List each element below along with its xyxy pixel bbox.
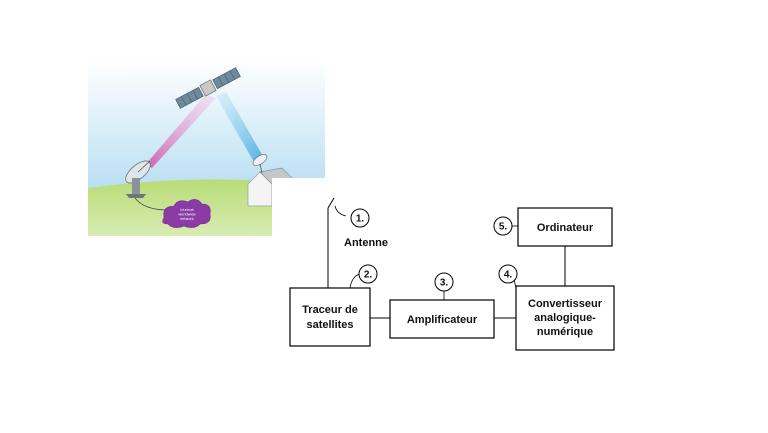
- rooftop-dish-icon: [252, 154, 268, 174]
- cloud-label-line-1: Internet: [180, 208, 194, 212]
- cloud-label-line-3: network: [180, 217, 194, 221]
- antenna-label: Antenne: [344, 237, 388, 249]
- converter-block: Convertisseur analogique- numérique 4.: [498, 264, 615, 351]
- converter-number-circle: [498, 264, 518, 284]
- amplifier-number-circle: [434, 272, 454, 292]
- computer-number-circle: [493, 216, 513, 236]
- converter-label-line-1: Convertisseur: [528, 298, 603, 310]
- satellite-icon: [175, 67, 241, 109]
- block-diagram-canvas: 1. Antenne Traceur de satellites 2. Ampl…: [272, 178, 628, 358]
- internet-cloud-icon: Internet worldwide network: [162, 199, 211, 228]
- converter-number: 4.: [504, 270, 513, 281]
- block-diagram: 1. Antenne Traceur de satellites 2. Ampl…: [272, 178, 628, 358]
- antenna-number-circle: [350, 208, 370, 228]
- tracker-label-line-1: Traceur de: [302, 304, 358, 316]
- satellite-scene: Internet worldwide network: [88, 60, 325, 236]
- antenna-leader: [334, 205, 347, 217]
- cloud-label-line-2: worldwide: [178, 213, 195, 217]
- amplifier-number: 3.: [440, 278, 449, 289]
- uplink-beam: [146, 94, 216, 168]
- tracker-block: Traceur de satellites 2.: [289, 264, 378, 347]
- antenna-dish-line: [327, 197, 335, 209]
- antenna-number: 1.: [356, 214, 365, 225]
- tracker-box: [289, 287, 371, 347]
- computer-number: 5.: [499, 222, 508, 233]
- computer-box: [517, 207, 613, 247]
- converter-label-line-2: analogique-: [534, 312, 596, 324]
- tracker-label-line-2: satellites: [306, 319, 353, 331]
- network-cable: [134, 197, 169, 211]
- computer-block: Ordinateur 5.: [493, 207, 613, 247]
- tracker-number: 2.: [364, 270, 373, 281]
- tracker-number-circle: [358, 264, 378, 284]
- computer-label: Ordinateur: [537, 222, 594, 234]
- antenna: 1. Antenne: [327, 197, 388, 288]
- converter-box: [515, 285, 615, 351]
- amplifier-block: Amplificateur 3.: [389, 272, 495, 339]
- amplifier-label: Amplificateur: [407, 314, 478, 326]
- satellite-illustration: Internet worldwide network: [88, 60, 325, 236]
- ground-dish-icon: [125, 160, 151, 198]
- converter-label-line-3: numérique: [537, 326, 593, 338]
- downlink-beam: [216, 92, 264, 162]
- amplifier-box: [389, 299, 495, 339]
